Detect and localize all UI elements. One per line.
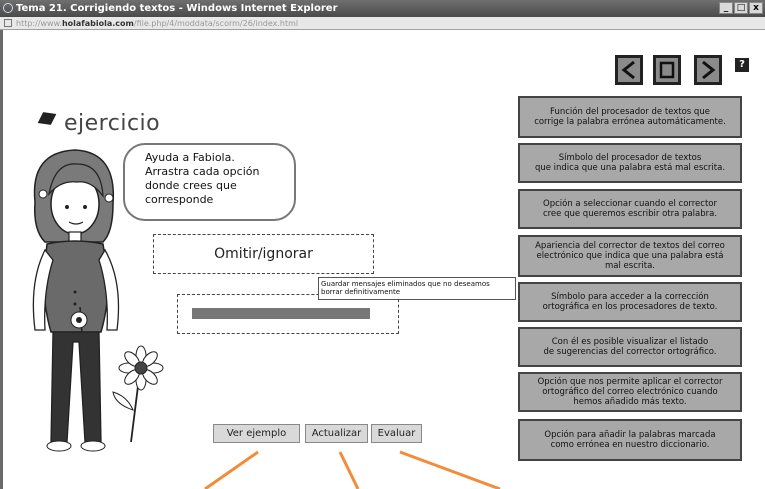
option-text: Símbolo del procesador de textos bbox=[558, 153, 702, 163]
browser-icon bbox=[3, 3, 13, 13]
option-text: de sugerencias del corrector ortográfico… bbox=[543, 347, 717, 357]
instructions-line: Ayuda a Fabiola. bbox=[145, 151, 235, 164]
option-text: Opción para añadir la palabras marcada bbox=[544, 430, 716, 440]
fabiola-illustration bbox=[32, 149, 164, 452]
instructions-line: donde crees que bbox=[145, 179, 237, 192]
next-button[interactable] bbox=[694, 55, 722, 85]
drop-zone-1[interactable]: Omitir/ignorar bbox=[153, 234, 374, 274]
option-text: hemos añadido más texto. bbox=[573, 397, 687, 407]
option-text: Opción a seleccionar cuando el corrector bbox=[543, 199, 717, 209]
window-title: Tema 21. Corrigiendo textos - Windows In… bbox=[16, 3, 338, 14]
diamond-icon bbox=[37, 112, 57, 125]
help-button[interactable]: ? bbox=[735, 58, 749, 72]
url-path: /file.php/4/moddata/scorm/26/index.html bbox=[133, 19, 299, 28]
view-example-button[interactable]: Ver ejemplo bbox=[213, 424, 300, 443]
option-text: electrónico que indica que una palabra e… bbox=[536, 251, 724, 261]
window-left-border bbox=[0, 30, 3, 489]
option-item[interactable]: Opción que nos permite aplicar el correc… bbox=[518, 372, 742, 412]
evaluate-button[interactable]: Evaluar bbox=[371, 424, 422, 443]
tooltip: Guardar mensajes eliminados que no desea… bbox=[318, 277, 516, 300]
window-controls: _ □ x bbox=[719, 2, 763, 15]
option-text: Opción que nos permite aplicar el correc… bbox=[537, 377, 723, 387]
option-text: cree que queremos escribir otra palabra. bbox=[542, 209, 718, 219]
address-bar[interactable]: http://www.holafabiola.com/file.php/4/mo… bbox=[0, 17, 765, 30]
window-title-bar: Tema 21. Corrigiendo textos - Windows In… bbox=[0, 0, 765, 17]
chevron-right-icon bbox=[702, 60, 716, 80]
instructions-line: corresponde bbox=[145, 193, 214, 206]
instructions-text: Ayuda a Fabiola. Arrastra cada opción do… bbox=[145, 151, 295, 207]
option-item[interactable]: Opción a seleccionar cuando el corrector… bbox=[518, 189, 742, 229]
page-title: ejercicio bbox=[64, 111, 161, 136]
arrow-line bbox=[399, 450, 501, 489]
drop-zone-answer[interactable]: Omitir/ignorar bbox=[214, 246, 313, 262]
instructions-line: Arrastra cada opción bbox=[145, 165, 260, 178]
option-item[interactable]: Apariencia del corrector de textos del c… bbox=[518, 235, 742, 277]
previous-button[interactable] bbox=[615, 55, 643, 85]
option-text: mal escrita. bbox=[605, 261, 655, 271]
arrow-line bbox=[338, 451, 360, 489]
option-text: corrige la palabra errónea automáticamen… bbox=[534, 117, 726, 127]
page-icon bbox=[4, 19, 12, 27]
drop-zone-2[interactable] bbox=[177, 294, 399, 334]
option-text: que indica que una palabra está mal escr… bbox=[534, 163, 726, 173]
square-icon bbox=[659, 61, 675, 79]
url-domain: holafabiola.com bbox=[61, 19, 134, 28]
maximize-button[interactable]: □ bbox=[734, 2, 748, 14]
option-text: Con él es posible visualizar el listado bbox=[551, 337, 709, 347]
dragged-item-placeholder[interactable] bbox=[192, 308, 370, 319]
option-text: Apariencia del corrector de textos del c… bbox=[535, 241, 725, 251]
minimize-button[interactable]: _ bbox=[719, 2, 733, 14]
speech-bubble bbox=[123, 143, 296, 221]
option-text: ortográfica en los procesadores de texto… bbox=[542, 302, 718, 312]
option-text: ortográfico del correo electrónico cuand… bbox=[542, 387, 718, 397]
option-text: como errónea en nuestro diccionario. bbox=[550, 440, 710, 450]
update-button[interactable]: Actualizar bbox=[305, 424, 368, 443]
chevron-left-icon bbox=[621, 60, 635, 80]
option-text: Función del procesador de textos que bbox=[550, 107, 710, 117]
close-button[interactable]: x bbox=[749, 2, 763, 14]
url-prefix: http://www. bbox=[16, 19, 62, 28]
option-text: Símbolo para acceder a la corrección bbox=[551, 292, 709, 302]
arrow-line bbox=[204, 450, 259, 489]
index-button[interactable] bbox=[653, 55, 681, 85]
